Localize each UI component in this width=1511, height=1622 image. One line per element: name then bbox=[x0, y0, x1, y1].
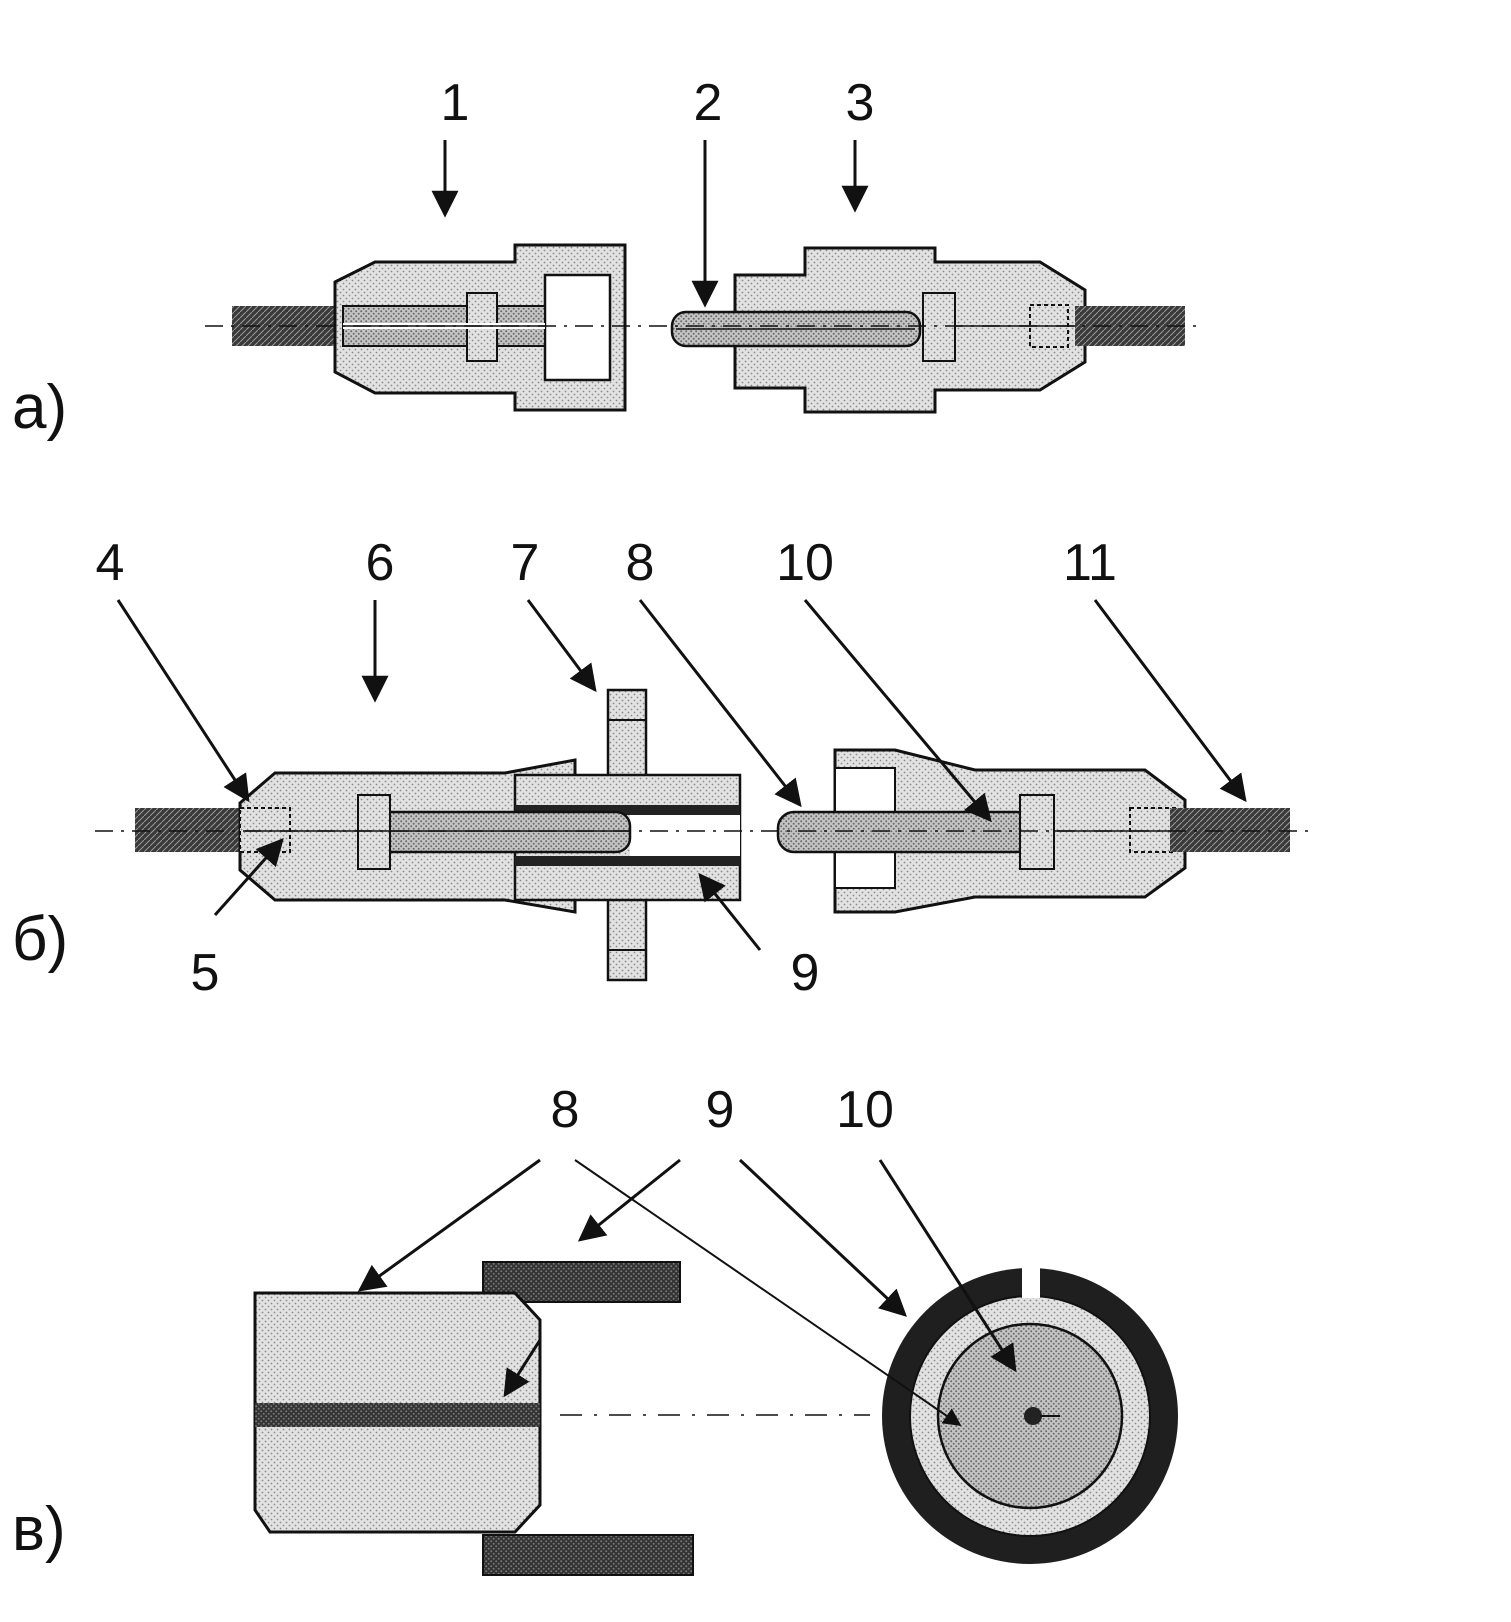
panel-c-callout-10: 10 bbox=[836, 1081, 894, 1139]
panel-a-label: а) bbox=[12, 373, 67, 442]
callout-7: 7 bbox=[511, 534, 540, 592]
callout-10-arrow bbox=[803, 599, 992, 823]
panel-b-left-cable bbox=[135, 808, 245, 852]
panel-c-callout-8-arrow-c bbox=[503, 1339, 542, 1398]
panel-c-callout-8-arrow-b bbox=[574, 1159, 962, 1427]
panel-a-left-cavity bbox=[543, 273, 612, 382]
callout-5-arrow bbox=[213, 837, 284, 916]
panel-b-label: б) bbox=[12, 905, 68, 974]
callout-4: 4 bbox=[96, 534, 125, 592]
panel-b-left-ferrule bbox=[373, 810, 632, 854]
panel-b-left-collar bbox=[357, 794, 391, 870]
callout-1: 1 bbox=[441, 74, 470, 132]
callout-3: 3 bbox=[846, 74, 875, 132]
panel-a: 1 2 3 а) bbox=[12, 74, 1200, 442]
callout-8: 8 bbox=[626, 534, 655, 592]
callout-5: 5 bbox=[191, 944, 220, 1002]
panel-b: 4 6 7 8 10 11 5 9 б) bbox=[12, 534, 1310, 1002]
panel-a-right-collar bbox=[922, 292, 956, 362]
panel-b-right-sleeve bbox=[1129, 807, 1176, 853]
panel-b-left-sleeve bbox=[239, 807, 291, 853]
callout-4-arrow bbox=[116, 599, 250, 803]
panel-c-callout-9: 9 bbox=[706, 1081, 735, 1139]
panel-b-right-ferrule bbox=[776, 810, 1035, 854]
panel-c-sleeve-bottom bbox=[482, 1534, 694, 1576]
panel-c-callout-8: 8 bbox=[551, 1081, 580, 1139]
panel-c-callout-9-arrow-b bbox=[738, 1158, 907, 1317]
callout-10: 10 bbox=[776, 534, 834, 592]
panel-c-fiber-core-side bbox=[255, 1403, 540, 1427]
panel-b-split-sleeve-bottom bbox=[515, 856, 740, 866]
panel-c-fiber-core-end bbox=[1024, 1407, 1042, 1425]
panel-c-callout-9-arrow-a bbox=[577, 1158, 681, 1242]
panel-c: 8 9 10 в) bbox=[12, 1081, 1178, 1576]
panel-b-split-sleeve-top bbox=[515, 805, 740, 815]
panel-b-sleeve-bore bbox=[630, 815, 740, 856]
panel-c-callout-8-arrow-a bbox=[357, 1158, 541, 1292]
panel-c-sleeve-slit bbox=[1022, 1264, 1040, 1298]
callout-8-arrow bbox=[638, 599, 802, 808]
callout-11: 11 bbox=[1063, 534, 1117, 592]
panel-b-right-collar bbox=[1019, 794, 1055, 870]
panel-c-callout-10-arrow bbox=[878, 1159, 1017, 1373]
callout-7-arrow bbox=[526, 599, 597, 693]
callout-11-arrow bbox=[1093, 599, 1247, 803]
callout-9-arrow bbox=[698, 872, 762, 951]
callout-2: 2 bbox=[694, 74, 723, 132]
callout-9: 9 bbox=[791, 944, 820, 1002]
callout-6: 6 bbox=[366, 534, 395, 592]
panel-b-right-cable bbox=[1170, 808, 1290, 852]
panel-c-label: в) bbox=[12, 1495, 66, 1564]
